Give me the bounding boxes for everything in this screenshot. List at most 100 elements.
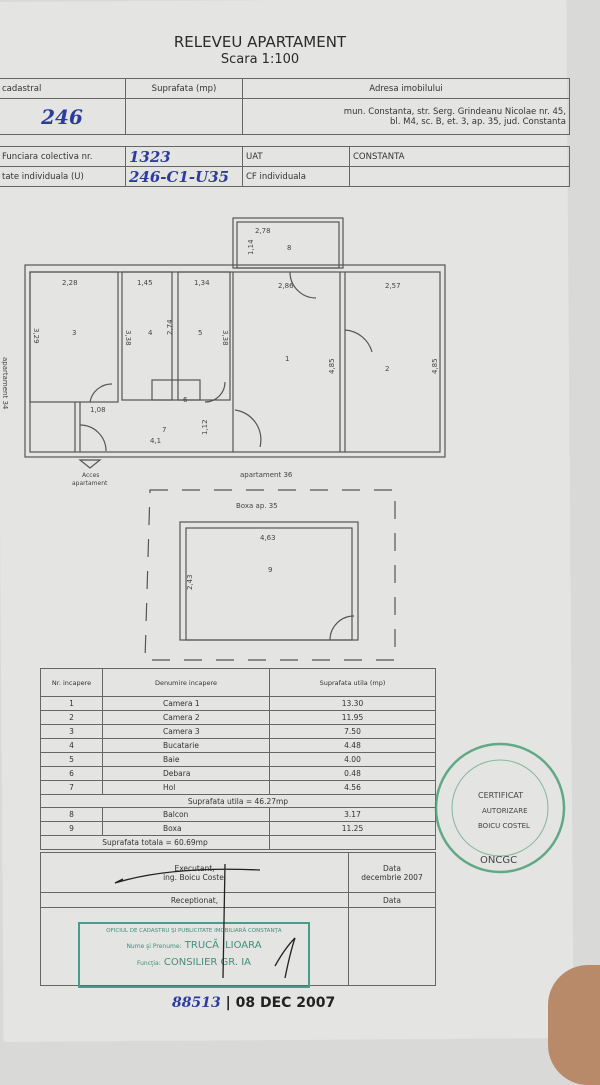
header-nr: Nr. incapere <box>40 668 103 697</box>
registration-stamp: 88513 | 08 DEC 2007 <box>172 995 336 1011</box>
dim-label: 2,57 <box>385 282 401 290</box>
cell-nr: 6 <box>40 766 103 781</box>
subtotal-row: Suprafata utila = 46.27mp <box>40 794 436 808</box>
cell-area: 11.25 <box>269 821 436 836</box>
cell-name: Debara <box>102 766 270 781</box>
access-label: apartament <box>72 480 108 487</box>
cell-nr: 5 <box>40 752 103 767</box>
cell-area: 13.30 <box>269 696 436 711</box>
registration-number: 88513 <box>172 995 221 1011</box>
dim-label: 1,12 <box>201 419 209 435</box>
dim-label: 1,14 <box>247 239 255 255</box>
cell-area: 4.56 <box>269 780 436 795</box>
executant-label: Executant, <box>174 863 215 873</box>
cf-individuala-value <box>349 166 570 187</box>
cell-name: Camera 1 <box>102 696 270 711</box>
unitate-value: 246-C1-U35 <box>125 166 243 187</box>
access-label: Acces <box>82 472 99 479</box>
adresa-line1: mun. Constanta, str. Serg. Grindeanu Nic… <box>343 106 566 117</box>
svg-text:ONCGC: ONCGC <box>480 855 517 866</box>
adresa-line2: bl. M4, sc. B, et. 3, ap. 35, jud. Const… <box>389 116 566 127</box>
cell-area: 11.95 <box>269 710 436 725</box>
room-number: 2 <box>385 365 389 373</box>
cell-nr: 2 <box>40 710 103 725</box>
dim-label: 2,86 <box>278 282 294 290</box>
cell-nr: 7 <box>40 780 103 795</box>
dim-label: 1,34 <box>194 279 210 287</box>
cell-area: 4.00 <box>269 752 436 767</box>
room-number: 5 <box>198 329 202 337</box>
dim-label: 4,63 <box>260 534 276 542</box>
svg-text:CERTIFICAT: CERTIFICAT <box>478 791 523 800</box>
dim-label: 4,85 <box>431 358 439 374</box>
dim-label: 1,45 <box>137 279 153 287</box>
header-area: Suprafata utila (mp) <box>269 668 436 697</box>
reception-area <box>40 907 349 986</box>
room-number: 3 <box>72 329 76 337</box>
room-number: 1 <box>285 355 289 363</box>
header-name: Denumire incapere <box>102 668 270 697</box>
cell-name: Camera 2 <box>102 710 270 725</box>
cell-name: Boxa <box>102 821 270 836</box>
cell-name: Balcon <box>102 807 270 822</box>
room-number: 6 <box>183 396 188 404</box>
cell-nr: 3 <box>40 724 103 739</box>
total-empty <box>269 835 436 850</box>
cell-name: Camera 3 <box>102 724 270 739</box>
neighbor-bottom-label: apartament 36 <box>240 471 293 479</box>
total-row: Suprafata totala = 60.69mp <box>40 835 270 850</box>
scale-label: Scara 1:100 <box>220 52 300 67</box>
adresa-value: mun. Constanta, str. Serg. Grindeanu Nic… <box>242 98 570 135</box>
dim-label: 4,85 <box>328 358 336 374</box>
date-value: decembrie 2007 <box>361 872 423 882</box>
dim-label: 1,08 <box>90 406 106 414</box>
cell-name: Hol <box>102 780 270 795</box>
dim-label: 2,43 <box>186 574 194 590</box>
room-number: 9 <box>268 566 272 574</box>
dim-label: 3,29 <box>32 328 40 344</box>
dim-label: 2,78 <box>255 227 271 235</box>
document-title: RELEVEU APARTAMENT <box>173 33 347 51</box>
room-number: 7 <box>162 426 166 434</box>
cell-nr: 4 <box>40 738 103 753</box>
cell-name: Bucatarie <box>102 738 270 753</box>
dim-label: 2,74 <box>166 319 174 335</box>
room-number: 4 <box>148 329 153 337</box>
cell-area: 3.17 <box>269 807 436 822</box>
date-label: Data <box>383 863 401 873</box>
cell-area: 7.50 <box>269 724 436 739</box>
suprafata-value <box>125 98 243 135</box>
cell-area: 0.48 <box>269 766 436 781</box>
authorization-seal: CERTIFICAT AUTORIZARE BOICU COSTEL ONCGC <box>434 742 566 874</box>
signature <box>114 863 296 979</box>
executant-name: ing. Boicu Costel <box>163 872 226 882</box>
svg-text:BOICU COSTEL: BOICU COSTEL <box>478 822 530 830</box>
boxa-title: Boxa ap. 35 <box>236 502 278 510</box>
cell-nr: 8 <box>40 807 103 822</box>
finger <box>548 965 600 1085</box>
reception-date-area <box>348 907 436 986</box>
stamp-function: Funcţia: CONSILIER GR. IA <box>136 956 252 968</box>
cell-nr: 1 <box>40 696 103 711</box>
floor-plan: 2,78 1,14 2,28 1,45 1,34 2,86 2,57 3,29 … <box>1 217 446 661</box>
cell-nr: 9 <box>40 821 103 836</box>
registration-date: 08 DEC 2007 <box>235 995 336 1011</box>
dim-label: 3,38 <box>221 330 229 346</box>
dim-label: 3,38 <box>124 330 132 346</box>
date2-label: Data <box>348 892 436 908</box>
cell-area: 4.48 <box>269 738 436 753</box>
neighbor-left-label: apartament 34 <box>1 357 9 410</box>
